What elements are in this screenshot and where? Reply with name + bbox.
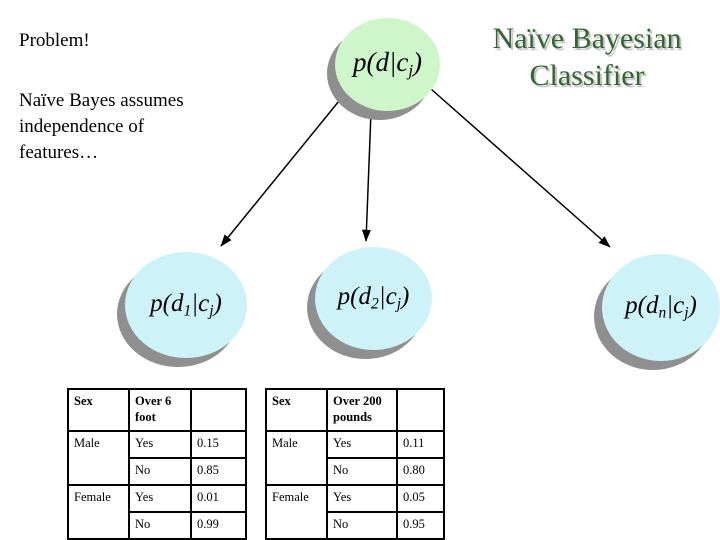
formula-part: |c xyxy=(666,292,685,320)
note-line-3: features… xyxy=(19,142,99,163)
formula-part: |c xyxy=(191,289,210,317)
cell-answer: No xyxy=(326,511,398,540)
formula-sub: 1 xyxy=(183,302,192,320)
table-row: Male Yes 0.11 xyxy=(265,430,445,486)
col-header-empty xyxy=(396,388,445,432)
cell-value: 0.80 xyxy=(396,457,445,486)
note-line-2: independence of xyxy=(19,116,145,137)
formula-part: p(d xyxy=(337,283,371,311)
title-line-1: Naïve Bayesian xyxy=(492,22,682,55)
cell-answer: No xyxy=(128,457,192,486)
prob-table-height: Sex Over 6 foot Male Yes 0.15 No 0.85 Fe… xyxy=(67,388,247,540)
arrow-root-to-d1-icon xyxy=(220,100,340,247)
cell-sex: Female xyxy=(67,484,130,540)
cell-sex: Male xyxy=(67,430,130,486)
cell-value: 0.01 xyxy=(190,484,247,513)
cell-sex: Male xyxy=(265,430,328,486)
node-root-label: p(d|cj) xyxy=(353,47,422,81)
formula-sub: j xyxy=(209,302,214,320)
node-d2-label: p(d2|cj) xyxy=(338,283,410,314)
formula-sub: n xyxy=(658,304,667,322)
formula-part: |c xyxy=(388,47,409,78)
col-header-sex: Sex xyxy=(265,388,328,432)
col-header-sex: Sex xyxy=(67,388,130,432)
prob-table-weight: Sex Over 200 pounds Male Yes 0.11 No 0.8… xyxy=(265,388,445,540)
cell-answer: No xyxy=(326,457,398,486)
formula-sub: 2 xyxy=(370,295,379,313)
node-d2: p(d2|cj) xyxy=(315,247,432,350)
node-dn: p(dn|cj) xyxy=(602,254,720,361)
cell-answer: Yes xyxy=(128,484,192,513)
title-line-2: Classifier xyxy=(529,59,645,92)
formula-sub: j xyxy=(408,61,414,81)
cell-answer: Yes xyxy=(128,430,192,459)
slide-title: Naïve Bayesian Classifier xyxy=(458,20,716,94)
table-row: Female Yes 0.05 xyxy=(265,484,445,540)
cell-answer: Yes xyxy=(326,430,398,459)
arrow-root-to-dn-icon xyxy=(430,88,611,248)
formula-part: ) xyxy=(688,292,697,320)
cell-value: 0.11 xyxy=(396,430,445,459)
table-row: No 0.85 xyxy=(68,457,247,486)
node-d1: p(d1|cj) xyxy=(125,252,247,358)
col-header-empty xyxy=(190,388,247,432)
formula-sub: j xyxy=(684,304,689,322)
node-dn-label: p(dn|cj) xyxy=(625,292,697,323)
formula-part: ) xyxy=(213,289,222,317)
formula-part: p(d xyxy=(352,47,389,78)
cell-value: 0.15 xyxy=(190,430,247,459)
node-d1-label: p(d1|cj) xyxy=(150,290,222,321)
cell-value: 0.95 xyxy=(396,511,445,540)
formula-part: ) xyxy=(413,47,423,78)
cell-value: 0.05 xyxy=(396,484,445,513)
cell-sex: Female xyxy=(265,484,328,540)
table-header-row: Sex Over 6 foot xyxy=(67,388,247,432)
formula-part: p(d xyxy=(150,289,184,317)
cell-answer: No xyxy=(128,511,192,540)
table-row: Male Yes 0.15 xyxy=(67,430,247,486)
table-row: No 0.99 xyxy=(68,511,247,540)
note-line-1: Naïve Bayes assumes xyxy=(19,90,184,111)
problem-text: Problem! xyxy=(19,30,90,51)
col-header-feature: Over 200 pounds xyxy=(326,388,398,432)
col-header-feature: Over 6 foot xyxy=(128,388,192,432)
node-root: p(d|cj) xyxy=(335,18,440,111)
cell-answer: Yes xyxy=(326,484,398,513)
cell-value: 0.85 xyxy=(190,457,247,486)
table-row: No 0.95 xyxy=(266,511,445,540)
table-header-row: Sex Over 200 pounds xyxy=(265,388,445,432)
formula-part: ) xyxy=(401,283,410,311)
table-row: Female Yes 0.01 xyxy=(67,484,247,540)
formula-part: p(d xyxy=(625,292,659,320)
table-row: No 0.80 xyxy=(266,457,445,486)
note-text: Naïve Bayes assumes independence of feat… xyxy=(19,88,184,166)
arrow-root-to-d2-icon xyxy=(361,111,372,242)
cell-value: 0.99 xyxy=(190,511,247,540)
formula-part: |c xyxy=(378,283,397,311)
formula-sub: j xyxy=(396,295,402,313)
